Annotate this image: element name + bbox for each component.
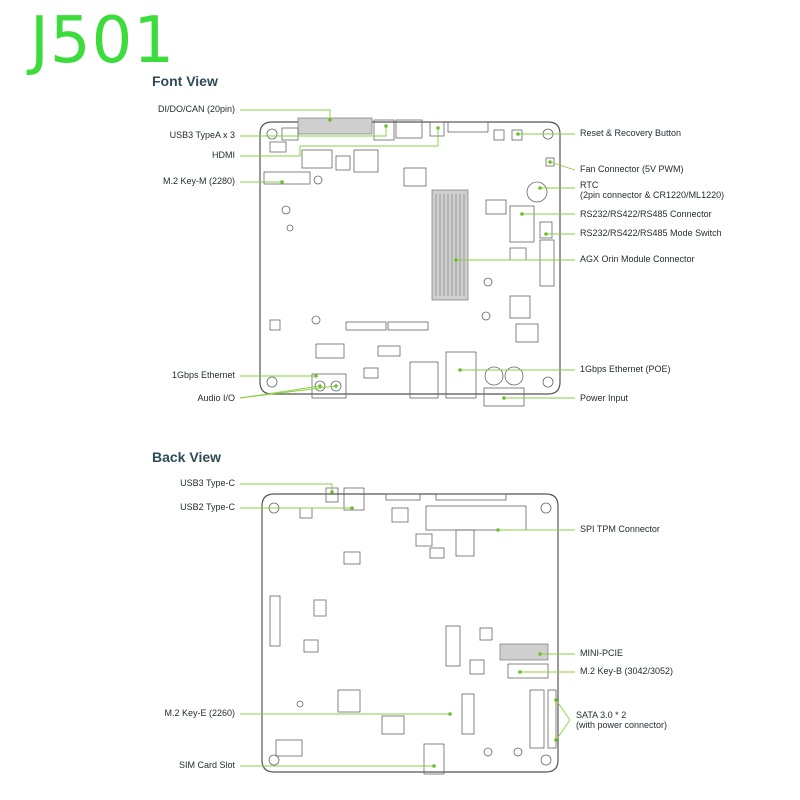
front-board bbox=[260, 118, 560, 406]
label-m2-key-e: M.2 Key-E (2260) bbox=[164, 708, 235, 719]
label-audio-io: Audio I/O bbox=[197, 393, 235, 404]
label-1gbps-ethernet: 1Gbps Ethernet bbox=[172, 370, 235, 381]
label-1gbps-poe: 1Gbps Ethernet (POE) bbox=[580, 364, 671, 375]
label-sim-card: SIM Card Slot bbox=[179, 760, 235, 771]
label-mini-pcie: MINI-PCIE bbox=[580, 648, 623, 659]
label-rtc-detail: (2pin connector & CR1220/ML1220) bbox=[580, 190, 724, 201]
back-board bbox=[262, 488, 558, 774]
label-sata-power: (with power connector) bbox=[576, 720, 667, 731]
label-rs232-switch: RS232/RS422/RS485 Mode Switch bbox=[580, 228, 722, 239]
label-reset-recovery: Reset & Recovery Button bbox=[580, 128, 681, 139]
label-usb2-typec: USB2 Type-C bbox=[180, 502, 235, 513]
label-agx-orin: AGX Orin Module Connector bbox=[580, 254, 695, 265]
label-usb3-typea: USB3 TypeA x 3 bbox=[170, 130, 235, 141]
label-usb3-typec: USB3 Type-C bbox=[180, 478, 235, 489]
label-m2-key-b: M.2 Key-B (3042/3052) bbox=[580, 666, 673, 677]
label-rs232-connector: RS232/RS422/RS485 Connector bbox=[580, 209, 712, 220]
label-spi-tpm: SPI TPM Connector bbox=[580, 524, 660, 535]
label-m2-key-m: M.2 Key-M (2280) bbox=[163, 176, 235, 187]
label-di-do-can: DI/DO/CAN (20pin) bbox=[158, 104, 235, 115]
label-hdmi: HDMI bbox=[212, 150, 235, 161]
label-power-input: Power Input bbox=[580, 393, 628, 404]
label-fan-connector: Fan Connector (5V PWM) bbox=[580, 164, 684, 175]
